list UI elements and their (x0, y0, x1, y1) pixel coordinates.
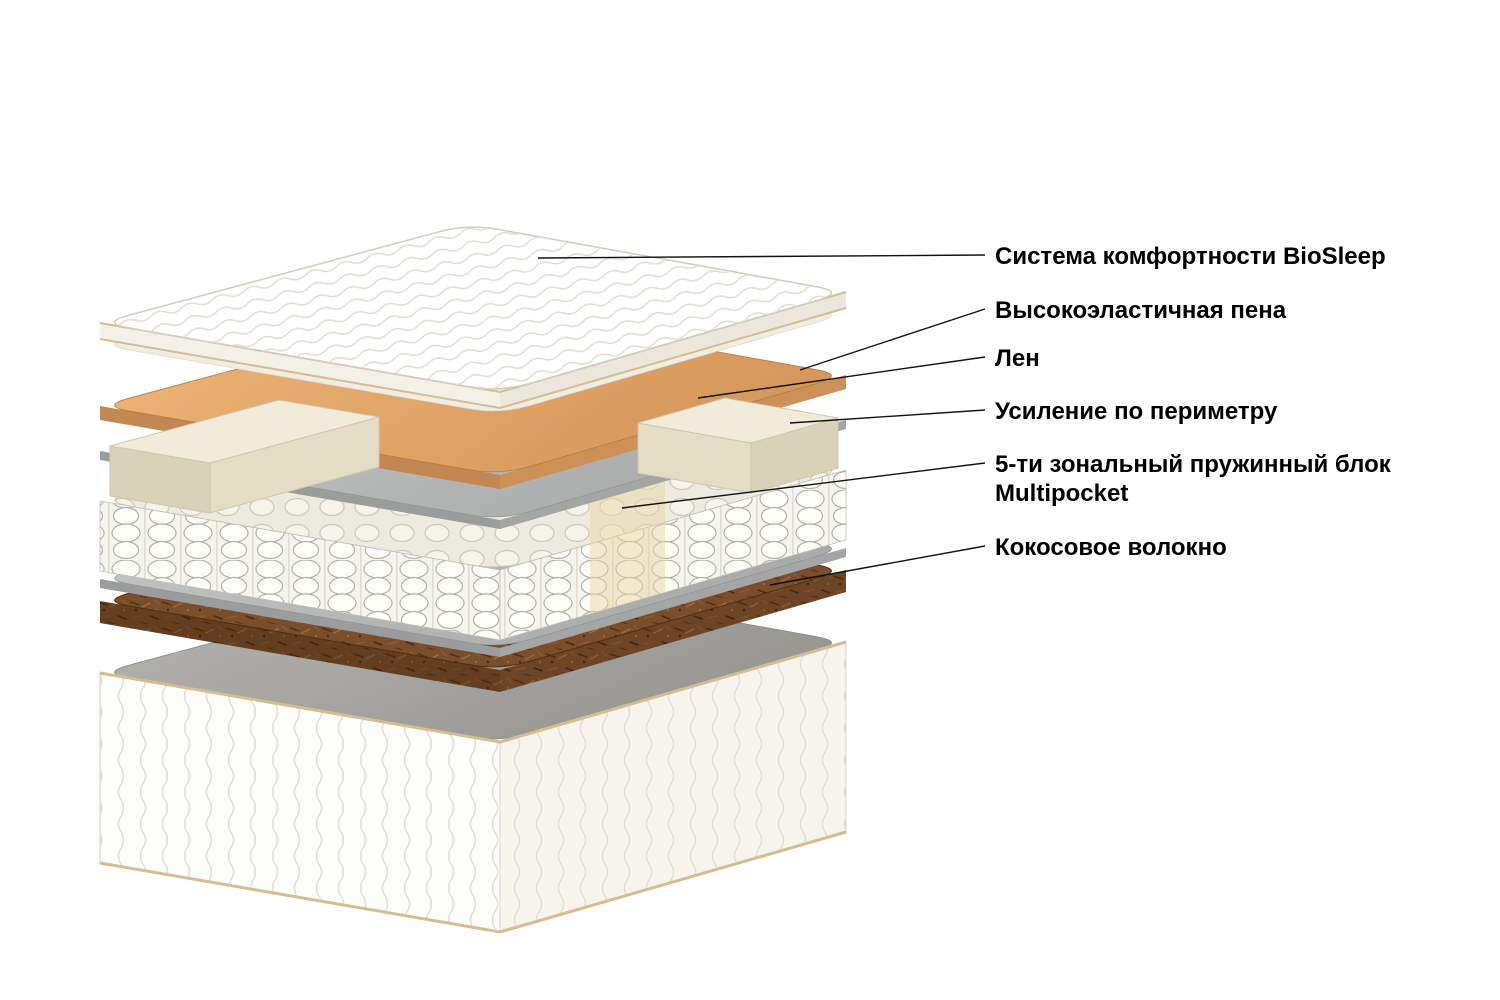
leader-line-springs (621, 462, 986, 509)
leader-line-linen (697, 356, 986, 399)
perimeter-block-left (109, 399, 380, 514)
leader-line-foam (799, 308, 986, 371)
top-cover-layer (99, 226, 847, 410)
body-tape-edge-top (99, 640, 847, 744)
leader-lines (537, 254, 986, 586)
leader-line-comfort-system (537, 254, 986, 259)
middle-zone-tint-front (590, 522, 665, 614)
springs-side-right (499, 469, 847, 641)
perimeter-block-right (637, 397, 839, 494)
body-tape-edge-bottom (99, 830, 847, 934)
leader-line-coconut (769, 545, 986, 586)
mattress-body (99, 576, 847, 934)
leader-line-perimeter (789, 409, 986, 424)
cover-quilting (114, 227, 832, 389)
